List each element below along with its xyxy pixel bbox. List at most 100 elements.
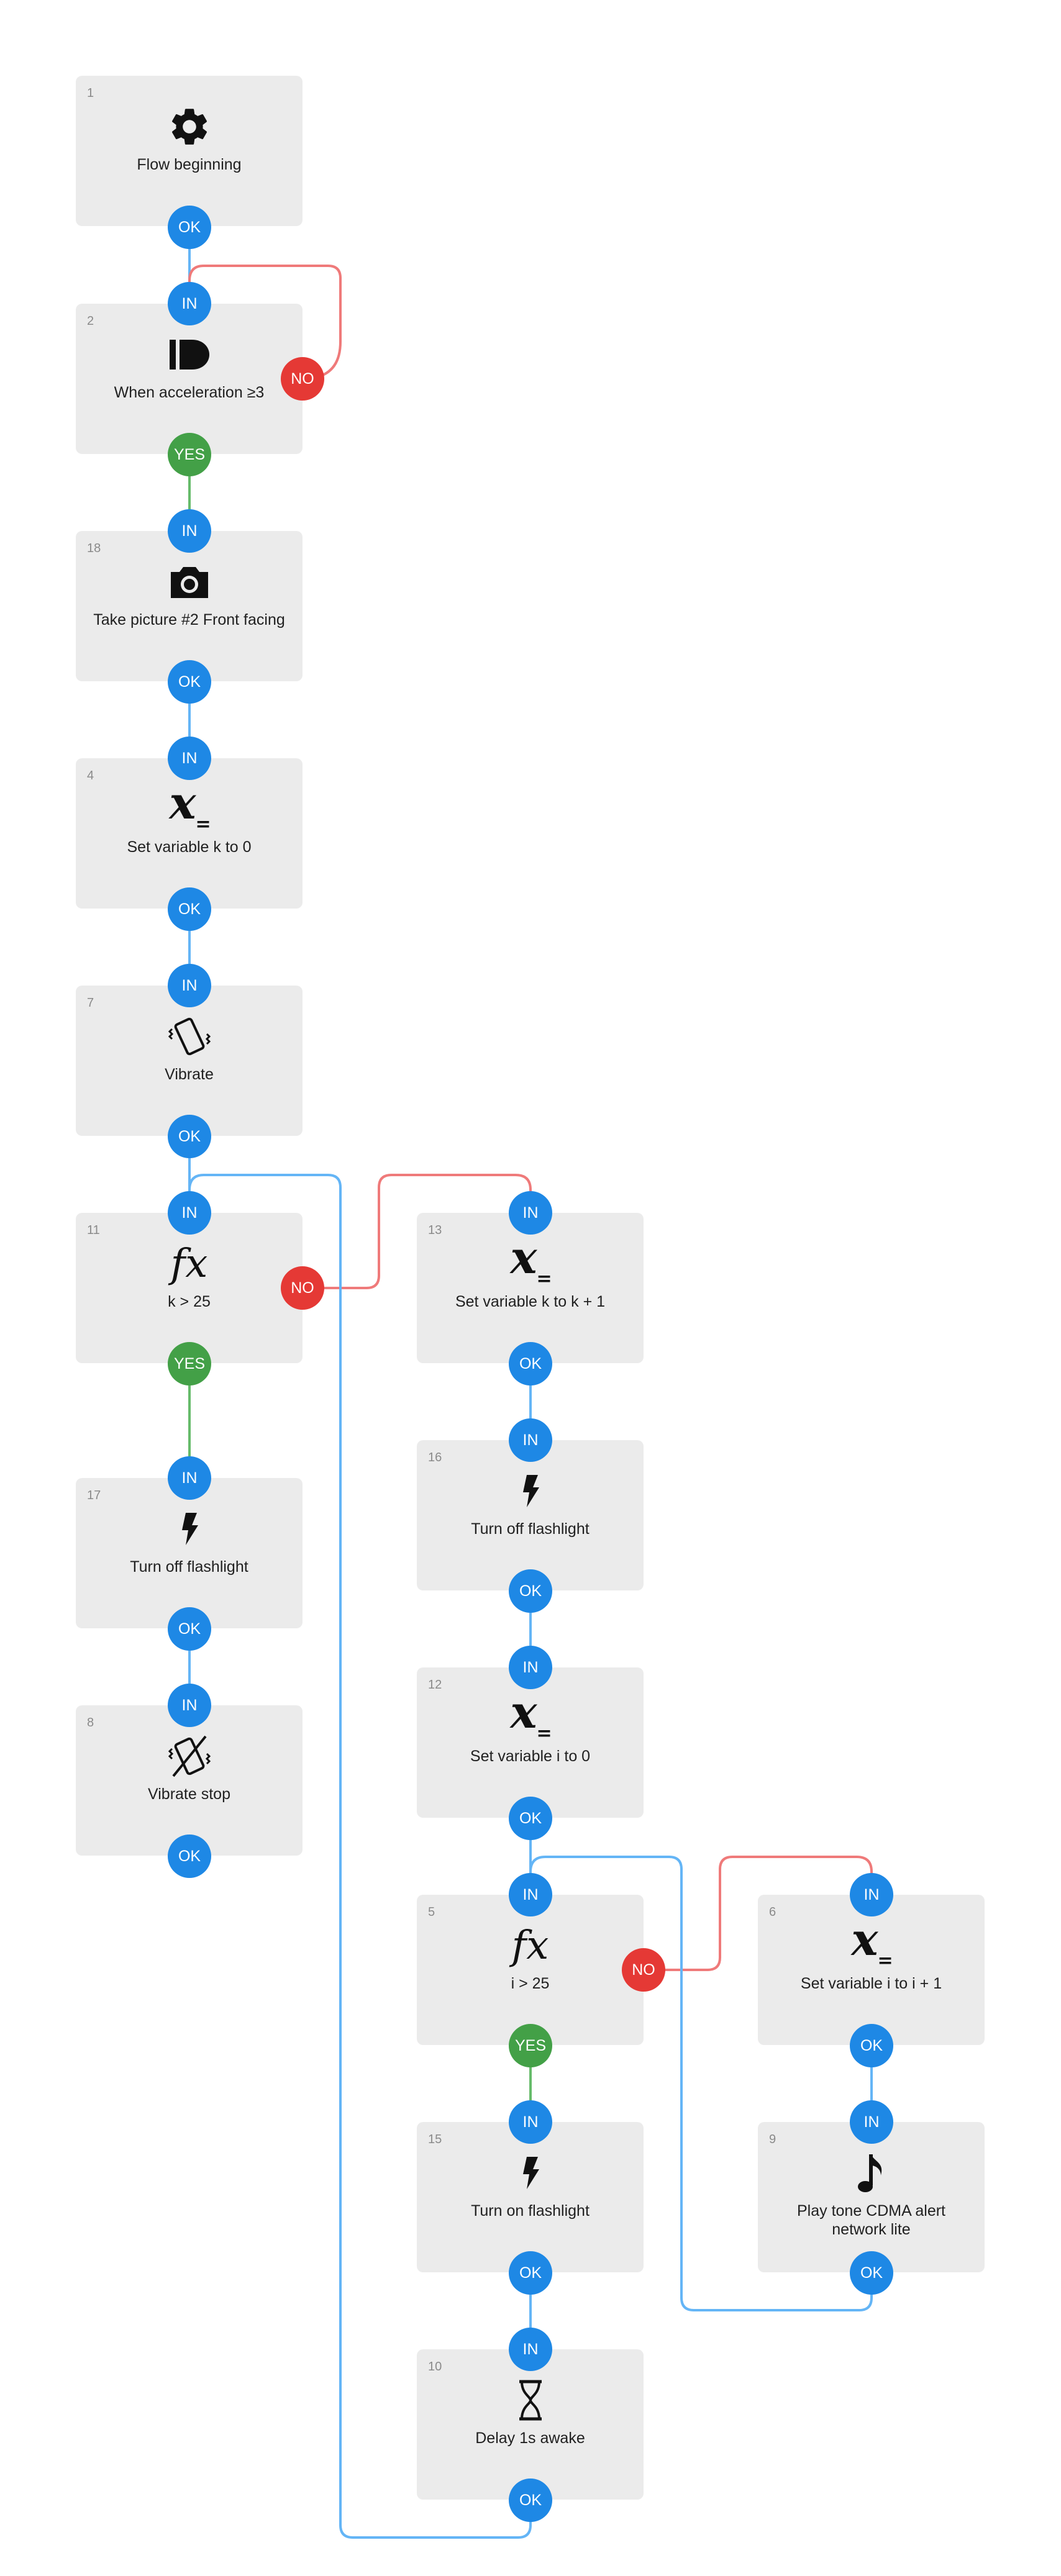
node-number: 6: [769, 1905, 776, 1919]
set-variable-icon: x=: [851, 1913, 893, 1972]
node-turn-off-flashlight-a[interactable]: 17 Turn off flashlight: [76, 1478, 303, 1628]
n1-ok-port[interactable]: OK: [168, 206, 211, 249]
n5-in-port[interactable]: IN: [509, 1873, 552, 1916]
n10-in-port[interactable]: IN: [509, 2328, 552, 2371]
function-icon: fx: [170, 1241, 208, 1287]
n11-yes-port[interactable]: YES: [168, 1342, 211, 1386]
node-set-variable-k-increment[interactable]: 13 x= Set variable k to k + 1: [417, 1213, 644, 1363]
node-number: 12: [428, 1678, 442, 1692]
connection-wire: [188, 1174, 532, 2539]
node-label: Turn on flashlight: [471, 2202, 590, 2220]
n10-ok-port[interactable]: OK: [509, 2478, 552, 2522]
node-label: Vibrate: [165, 1066, 214, 1083]
set-variable-icon: x=: [169, 776, 211, 835]
n9-ok-port[interactable]: OK: [850, 2251, 893, 2295]
n8-in-port[interactable]: IN: [168, 1684, 211, 1727]
node-label: Vibrate stop: [148, 1785, 230, 1803]
n2-in-port[interactable]: IN: [168, 282, 211, 325]
vibrate-icon: [76, 1012, 303, 1061]
node-k-condition[interactable]: 11 fx k > 25: [76, 1213, 303, 1363]
n2-yes-port[interactable]: YES: [168, 433, 211, 476]
node-set-variable-i-increment[interactable]: 6 x= Set variable i to i + 1: [758, 1895, 985, 2045]
node-label: Set variable i to 0: [470, 1748, 591, 1765]
node-take-picture[interactable]: 18 Take picture #2 Front facing: [76, 531, 303, 681]
node-set-variable-i[interactable]: 12 x= Set variable i to 0: [417, 1667, 644, 1818]
node-flow-beginning[interactable]: 1 Flow beginning: [76, 76, 303, 226]
set-variable-icon: x=: [510, 1685, 552, 1744]
connection-wire: [642, 1856, 873, 1971]
node-delay[interactable]: 10 Delay 1s awake: [417, 2349, 644, 2500]
node-label: Flow beginning: [137, 156, 242, 173]
node-play-tone[interactable]: 9 Play tone CDMA alert network lite: [758, 2122, 985, 2272]
n4-in-port[interactable]: IN: [168, 737, 211, 780]
n9-in-port[interactable]: IN: [850, 2100, 893, 2144]
n8-ok-port[interactable]: OK: [168, 1834, 211, 1878]
node-label: Delay 1s awake: [475, 2429, 585, 2447]
n11-in-port[interactable]: IN: [168, 1191, 211, 1235]
n15-ok-port[interactable]: OK: [509, 2251, 552, 2295]
hourglass-icon: [417, 2375, 644, 2425]
node-number: 13: [428, 1223, 442, 1237]
connection-wire: [188, 265, 342, 380]
node-number: 2: [87, 314, 94, 328]
n6-ok-port[interactable]: OK: [850, 2024, 893, 2067]
n12-ok-port[interactable]: OK: [509, 1797, 552, 1840]
acceleration-icon: [76, 330, 303, 379]
connection-wire: [529, 1856, 873, 2311]
node-number: 4: [87, 769, 94, 782]
n12-in-port[interactable]: IN: [509, 1646, 552, 1689]
node-label: Set variable k to 0: [127, 838, 252, 856]
node-turn-off-flashlight-b[interactable]: 16 Turn off flashlight: [417, 1440, 644, 1590]
n5-yes-port[interactable]: YES: [509, 2024, 552, 2067]
n15-in-port[interactable]: IN: [509, 2100, 552, 2144]
node-label: When acceleration ≥3: [114, 384, 265, 401]
camera-icon: [76, 557, 303, 607]
n4-ok-port[interactable]: OK: [168, 887, 211, 931]
flash-icon: [417, 1466, 644, 1516]
n16-in-port[interactable]: IN: [509, 1418, 552, 1462]
n5-no-port[interactable]: NO: [622, 1948, 665, 1992]
n18-in-port[interactable]: IN: [168, 509, 211, 553]
node-label: Take picture #2 Front facing: [93, 611, 285, 628]
n2-no-port[interactable]: NO: [281, 357, 324, 401]
node-label: k > 25: [168, 1293, 211, 1310]
node-label: Set variable i to i + 1: [800, 1975, 942, 1992]
node-label: Turn off flashlight: [130, 1558, 248, 1576]
node-number: 17: [87, 1489, 101, 1502]
node-when-acceleration[interactable]: 2 When acceleration ≥3: [76, 304, 303, 454]
flash-icon: [76, 1504, 303, 1554]
n13-ok-port[interactable]: OK: [509, 1342, 552, 1386]
function-icon: fx: [511, 1923, 549, 1969]
node-set-variable-k[interactable]: 4 x= Set variable k to 0: [76, 758, 303, 909]
node-number: 16: [428, 1451, 442, 1464]
n11-no-port[interactable]: NO: [281, 1266, 324, 1310]
n16-ok-port[interactable]: OK: [509, 1569, 552, 1613]
node-turn-on-flashlight[interactable]: 15 Turn on flashlight: [417, 2122, 644, 2272]
node-label: i > 25: [511, 1975, 550, 1992]
flash-icon: [417, 2148, 644, 2198]
node-i-condition[interactable]: 5 fx i > 25: [417, 1895, 644, 2045]
node-number: 5: [428, 1905, 435, 1919]
set-variable-icon: x=: [510, 1231, 552, 1290]
n17-in-port[interactable]: IN: [168, 1456, 211, 1500]
vibrate-off-icon: [76, 1731, 303, 1781]
node-vibrate[interactable]: 7 Vibrate: [76, 986, 303, 1136]
node-vibrate-stop[interactable]: 8 Vibrate stop: [76, 1705, 303, 1856]
gear-icon: [76, 102, 303, 152]
n13-in-port[interactable]: IN: [509, 1191, 552, 1235]
node-number: 1: [87, 86, 94, 100]
music-note-icon: [758, 2148, 985, 2198]
node-number: 18: [87, 542, 101, 555]
connection-wire: [301, 1174, 532, 1289]
node-number: 9: [769, 2133, 776, 2146]
n7-ok-port[interactable]: OK: [168, 1115, 211, 1158]
node-label: Play tone CDMA alert network lite: [797, 2202, 945, 2238]
n6-in-port[interactable]: IN: [850, 1873, 893, 1916]
n17-ok-port[interactable]: OK: [168, 1607, 211, 1651]
node-number: 15: [428, 2133, 442, 2146]
n18-ok-port[interactable]: OK: [168, 660, 211, 704]
n7-in-port[interactable]: IN: [168, 964, 211, 1007]
node-number: 8: [87, 1716, 94, 1730]
node-number: 10: [428, 2360, 442, 2374]
